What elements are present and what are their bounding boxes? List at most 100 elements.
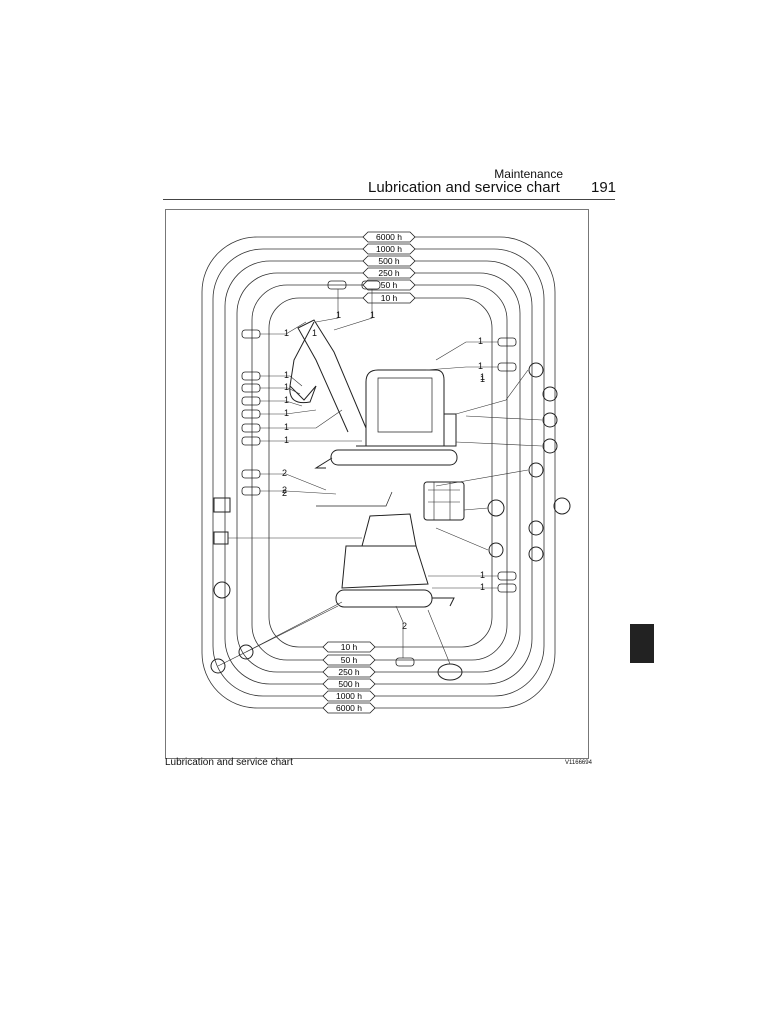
excavator-track (330, 449, 458, 466)
interval-label: 1000 h (376, 244, 402, 254)
fuel-filter-icon (553, 497, 571, 515)
point-number-label: 2 (282, 468, 287, 478)
interval-label: 10 h (381, 293, 398, 303)
grease-nipple-icon (241, 383, 261, 393)
point-number-label: 1 (480, 582, 485, 592)
grease-nipple-icon (241, 371, 261, 381)
oil-check-icon (542, 412, 558, 428)
page-heading-text: Lubrication and service chart (368, 179, 560, 196)
point-number-label: 1 (284, 382, 289, 392)
gear-oil-icon (238, 644, 254, 660)
oil-change-icon (528, 546, 544, 562)
leader-line (455, 369, 529, 415)
interval-tag: 250 h (362, 267, 416, 279)
point-number-label: 1 (284, 422, 289, 432)
excavator-rear-view (316, 491, 455, 608)
rear-hose (316, 491, 393, 507)
point-number-label: 1 (312, 328, 317, 338)
leader-line (260, 400, 303, 407)
oil-change-icon (488, 542, 504, 558)
leader-line (435, 341, 498, 361)
interval-tag: 50 h (322, 654, 376, 666)
loop-250h (236, 272, 521, 673)
interval-tag: 1000 h (322, 690, 376, 702)
interval-label: 10 h (341, 642, 358, 652)
fuel-tank-icon (213, 497, 231, 513)
grease-nipple-icon (241, 469, 261, 479)
leader-line (260, 409, 343, 429)
engine-view (423, 481, 465, 521)
point-number-label: 1 (480, 570, 485, 580)
interval-loops (201, 236, 556, 709)
interval-label: 500 h (378, 256, 400, 266)
loop-1000h (212, 248, 545, 697)
point-number-label: 1 (284, 408, 289, 418)
rear-body (341, 545, 429, 589)
interval-tag: 50 h (362, 279, 416, 291)
interval-tag: 250 h (322, 666, 376, 678)
interval-tag: 6000 h (362, 231, 416, 243)
excavator-cab (365, 369, 445, 447)
gear-oil-icon (210, 658, 226, 674)
interval-label: 1000 h (336, 691, 362, 701)
leader-line (260, 321, 307, 335)
point-number-label: 1 (370, 310, 375, 320)
figure-id: V1166694 (565, 760, 592, 766)
grease-nipple-icon (395, 657, 415, 667)
figure-caption: Lubrication and service chart (165, 757, 293, 768)
coolant-icon (528, 462, 544, 478)
filter-icon (542, 438, 558, 454)
interval-label: 50 h (381, 280, 398, 290)
interval-tag: 10 h (362, 292, 416, 304)
loop-10h (268, 297, 493, 648)
point-number-label: 1 (478, 361, 483, 371)
page-heading: Lubrication and service chart (368, 179, 560, 196)
grease-nipple-icon (241, 409, 261, 419)
leader-line (455, 441, 543, 447)
fuel-drain-icon (487, 499, 505, 517)
leader-line (260, 387, 301, 395)
leader-line (217, 605, 339, 667)
leader-line (427, 609, 451, 665)
point-number-label: 1 (284, 328, 289, 338)
point-number-label: 2 (282, 488, 287, 498)
oil-check-icon (542, 386, 558, 402)
fuel-tank-icon (213, 531, 229, 545)
grease-nipple-icon (361, 280, 381, 290)
leader-line (395, 605, 404, 658)
interval-label: 50 h (341, 655, 358, 665)
leader-line (425, 366, 498, 371)
leader-lines (217, 289, 543, 667)
rear-cab (361, 513, 417, 547)
interval-tag: 1000 h (362, 243, 416, 255)
page-number: 191 (591, 179, 617, 196)
point-number-label: 2 (402, 621, 407, 631)
leader-line (333, 289, 373, 331)
leader-line (260, 473, 327, 491)
leader-line (463, 507, 489, 511)
service-symbols (210, 362, 571, 681)
leader-line (315, 289, 339, 323)
leader-line (465, 415, 543, 421)
grease-nipple-icon (241, 423, 261, 433)
section-title: Maintenance (494, 167, 563, 181)
point-number-label: 1 (478, 336, 483, 346)
leader-line (435, 469, 529, 487)
engine-details (428, 482, 460, 520)
excavator-bucket (289, 385, 317, 404)
excavator-side-view (289, 319, 458, 469)
excavator-boom (297, 319, 367, 433)
interval-tag: 500 h (362, 255, 416, 267)
grease-nipple-icon (327, 280, 347, 290)
point-number-label: 1 (336, 310, 341, 320)
interval-label: 6000 h (336, 703, 362, 713)
rear-track (335, 589, 433, 608)
interval-label: 500 h (338, 679, 360, 689)
loop-6000h (201, 236, 556, 709)
excavator-blade (314, 457, 333, 469)
